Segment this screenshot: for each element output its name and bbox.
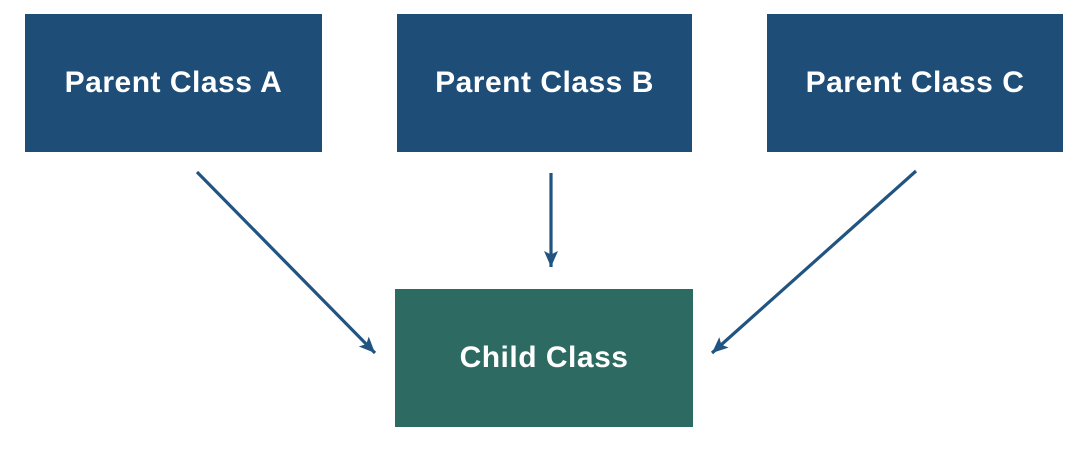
node-parent-class-b-label: Parent Class B — [435, 66, 654, 99]
node-child-class: Child Class — [395, 289, 693, 427]
node-child-class-label: Child Class — [459, 341, 629, 374]
node-parent-class-b: Parent Class B — [397, 14, 692, 152]
node-parent-class-c: Parent Class C — [767, 14, 1063, 152]
node-parent-class-c-label: Parent Class C — [805, 66, 1025, 99]
edge-parent-a-to-child — [195, 170, 377, 355]
node-parent-class-a-label: Parent Class A — [64, 66, 283, 99]
node-parent-class-a: Parent Class A — [25, 14, 322, 152]
edge-parent-c-to-child — [710, 169, 918, 355]
